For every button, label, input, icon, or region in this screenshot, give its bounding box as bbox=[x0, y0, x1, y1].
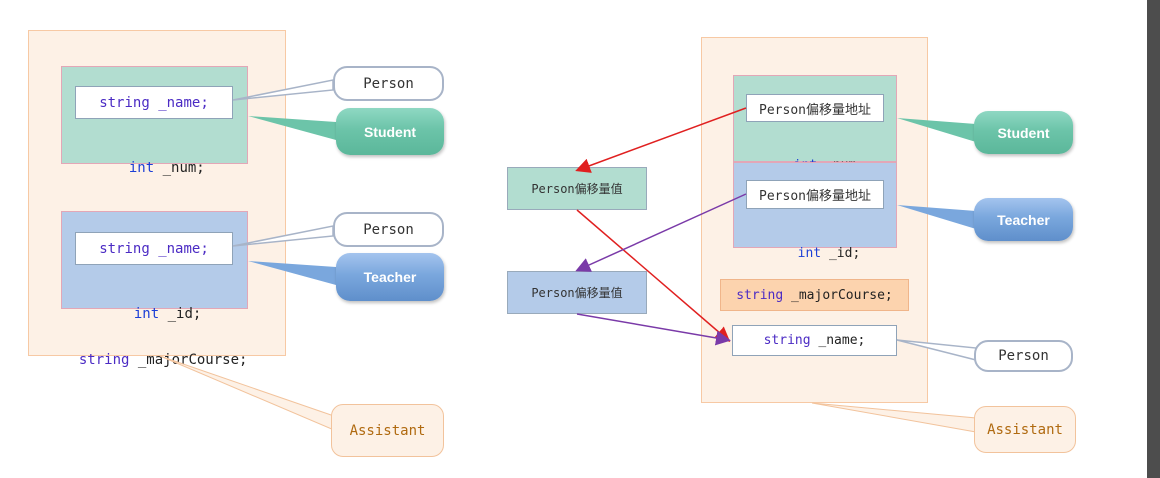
left-teacher-name-text: string _name; bbox=[99, 240, 209, 257]
right-student-callout-text: Student bbox=[997, 124, 1050, 141]
red-arrow-value-to-name bbox=[576, 209, 731, 342]
left-student-num-type: int bbox=[128, 160, 155, 176]
left-teacher-id-field: int _id; bbox=[117, 290, 201, 322]
left-student-name-text: string _name; bbox=[99, 94, 209, 111]
left-person-callout-1: Person bbox=[333, 66, 444, 101]
offset-value-box-teacher: Person偏移量值 bbox=[507, 271, 647, 314]
right-teacher-id-type: int bbox=[797, 246, 822, 261]
right-edge-strip bbox=[1147, 0, 1160, 478]
left-student-callout-pointer bbox=[248, 116, 336, 140]
left-major-course-type: string bbox=[78, 352, 130, 368]
red-arrow-addr-to-value bbox=[575, 107, 747, 173]
left-person-callout-pointer-1 bbox=[232, 79, 334, 101]
right-assistant-callout-pointer bbox=[811, 402, 977, 433]
right-student-callout-pointer bbox=[897, 118, 976, 142]
left-teacher-callout-pointer bbox=[248, 261, 336, 285]
left-student-callout: Student bbox=[336, 108, 444, 155]
right-shared-name-field: string _name; bbox=[732, 325, 897, 356]
right-shared-name-name: _name; bbox=[810, 333, 866, 348]
left-teacher-callout: Teacher bbox=[336, 253, 444, 301]
right-shared-name-type: string bbox=[763, 333, 811, 348]
offset-value-text-1: Person偏移量值 bbox=[531, 182, 623, 196]
left-person-callout-2-text: Person bbox=[363, 221, 414, 238]
left-student-name-field: string _name; bbox=[75, 86, 233, 119]
right-assistant-callout: Assistant bbox=[974, 406, 1076, 453]
right-student-callout: Student bbox=[974, 111, 1073, 154]
left-student-num-name: _num; bbox=[154, 160, 205, 176]
right-person-callout-text: Person bbox=[998, 348, 1049, 364]
right-student-offset-addr-text: Person偏移量地址 bbox=[759, 102, 871, 118]
right-assistant-callout-text: Assistant bbox=[987, 421, 1063, 438]
right-major-course-type: string bbox=[736, 287, 784, 303]
right-person-callout: Person bbox=[974, 340, 1073, 372]
left-teacher-name-field: string _name; bbox=[75, 232, 233, 265]
left-person-callout-pointer-2 bbox=[232, 225, 334, 247]
right-major-course-name: _majorCourse; bbox=[783, 287, 893, 303]
left-teacher-callout-text: Teacher bbox=[363, 269, 417, 285]
left-major-course-field: string _majorCourse; bbox=[62, 336, 248, 368]
right-teacher-callout: Teacher bbox=[974, 198, 1073, 241]
right-teacher-callout-pointer bbox=[897, 205, 976, 229]
left-major-course-name: _majorCourse; bbox=[129, 352, 248, 368]
left-assistant-callout-text: Assistant bbox=[349, 422, 426, 439]
right-teacher-id-name: _id; bbox=[821, 246, 861, 261]
left-person-callout-2: Person bbox=[333, 212, 444, 247]
left-student-num-field: int _num; bbox=[112, 144, 205, 176]
left-assistant-callout-pointer bbox=[159, 355, 335, 431]
left-assistant-callout: Assistant bbox=[331, 404, 444, 457]
right-teacher-offset-addr-text: Person偏移量地址 bbox=[759, 189, 871, 204]
left-teacher-id-name: _id; bbox=[159, 306, 202, 322]
offset-value-box-student: Person偏移量值 bbox=[507, 167, 647, 210]
right-teacher-id-field: int _id; bbox=[782, 231, 861, 261]
right-student-offset-addr: Person偏移量地址 bbox=[746, 94, 884, 122]
right-person-callout-pointer bbox=[896, 339, 977, 361]
purple-arrow-addr-to-value bbox=[575, 193, 747, 272]
offset-value-text-2: Person偏移量值 bbox=[531, 286, 623, 300]
right-teacher-offset-addr: Person偏移量地址 bbox=[746, 180, 884, 209]
left-person-callout-1-text: Person bbox=[363, 75, 414, 92]
left-student-callout-text: Student bbox=[363, 123, 417, 140]
purple-arrow-value-to-name bbox=[576, 313, 731, 346]
right-teacher-callout-text: Teacher bbox=[997, 211, 1050, 228]
right-major-course-field: string _majorCourse; bbox=[720, 279, 909, 311]
left-teacher-id-type: int bbox=[133, 306, 160, 322]
